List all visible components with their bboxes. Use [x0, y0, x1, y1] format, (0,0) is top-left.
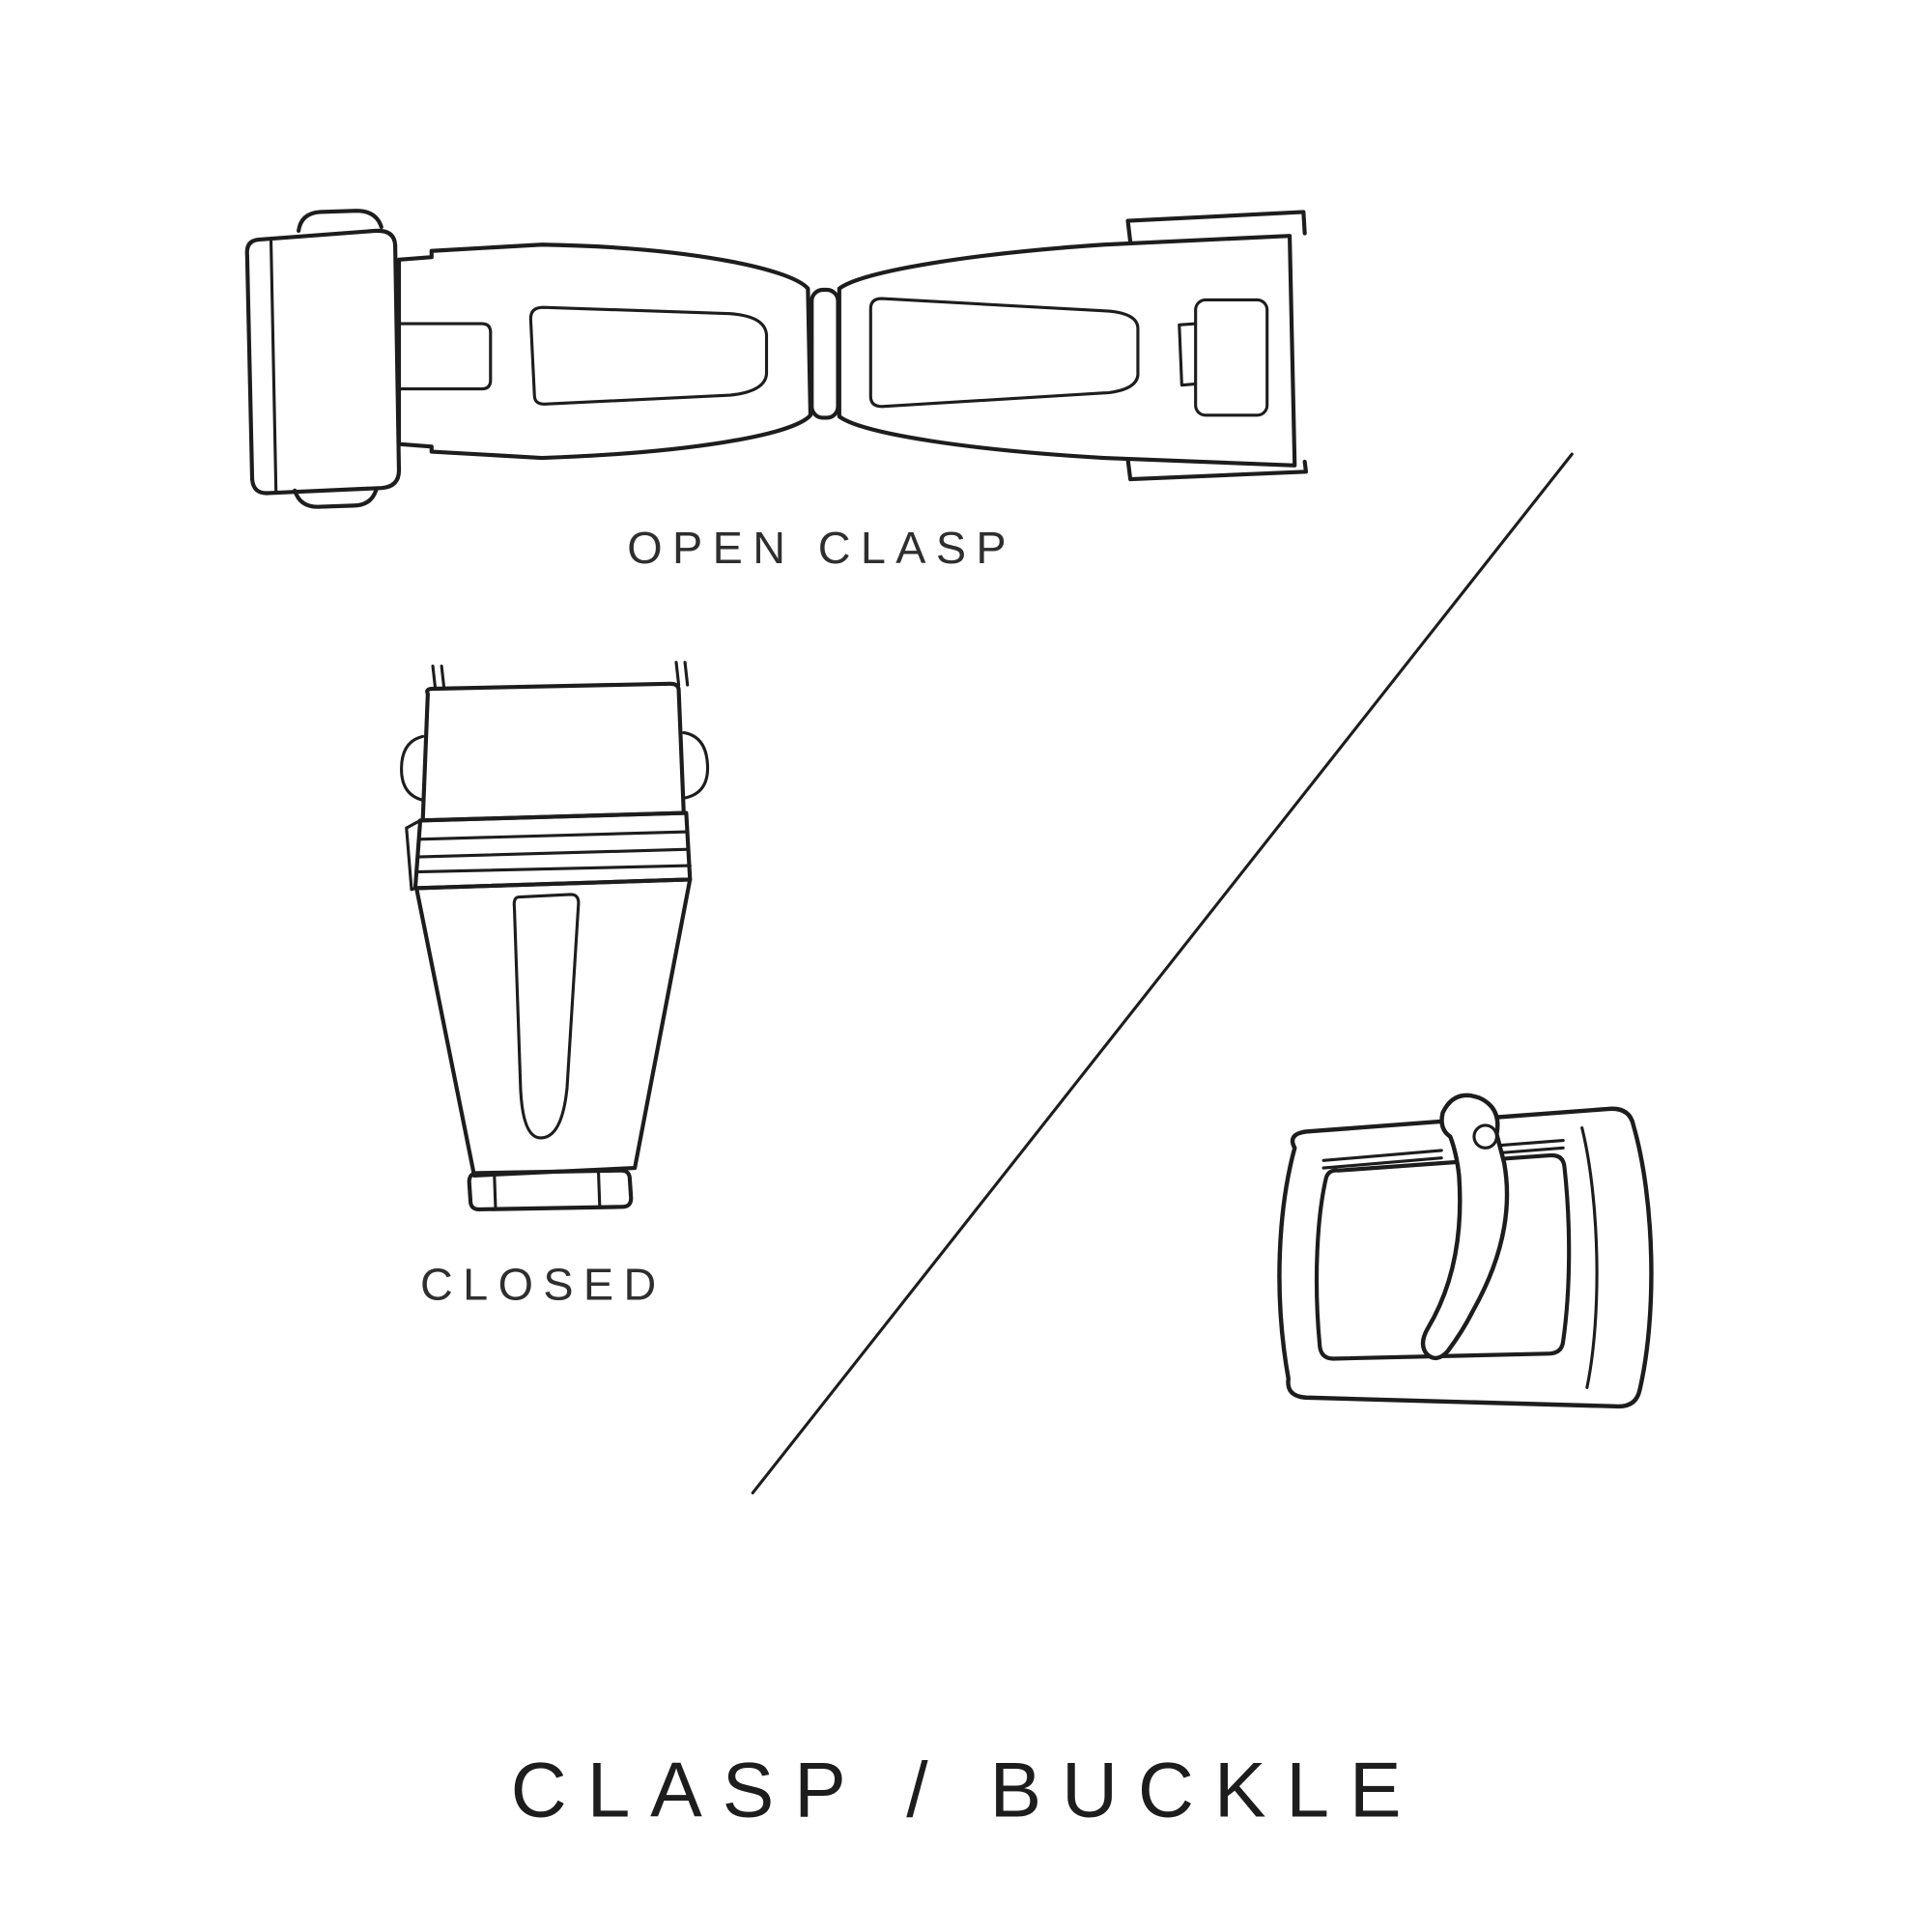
open-clasp-keeper-hook	[1178, 322, 1198, 387]
closed-clasp-foot-ticks	[493, 1169, 602, 1210]
open-clasp-keeper	[1194, 298, 1269, 417]
open-clasp-illustration	[244, 209, 1309, 509]
closed-clasp-right-prong	[674, 661, 690, 687]
open-clasp-hinge	[810, 287, 840, 420]
open-clasp-left-top-tab	[297, 209, 384, 234]
open-clasp-left-end-edge	[269, 238, 278, 494]
buckle-illustration	[1277, 1093, 1654, 1409]
open-clasp-left-bottom-tab	[293, 487, 379, 509]
divider-line	[751, 452, 1574, 1495]
closed-clasp-label: CLOSED	[420, 1259, 667, 1309]
open-clasp-left-end-link	[244, 228, 402, 496]
open-clasp-right-blade	[837, 234, 1297, 468]
buckle-spring-bar	[1321, 1138, 1565, 1170]
closed-clasp-foot	[467, 1168, 634, 1212]
buckle-right-bar-contour	[1580, 1125, 1599, 1389]
open-clasp-right-top-bar	[1125, 210, 1307, 244]
closed-clasp-illustration	[400, 661, 710, 1212]
buckle-coil-ring	[1472, 1123, 1498, 1150]
closed-clasp-slot	[512, 893, 581, 1140]
closed-clasp-left-prong	[431, 665, 446, 691]
buckle-opening	[1314, 1152, 1572, 1361]
buckle-tang	[1420, 1093, 1510, 1361]
closed-clasp-band-fold	[405, 818, 422, 892]
page-title: CLASP / BUCKLE	[511, 1747, 1422, 1834]
closed-clasp-band-lines	[414, 830, 692, 874]
open-clasp-right-bottom-bar	[1125, 457, 1309, 482]
closed-clasp-right-ear	[682, 730, 710, 800]
open-clasp-left-window	[528, 305, 769, 406]
open-clasp-left-blade	[396, 242, 813, 461]
closed-clasp-body	[414, 877, 693, 1178]
open-clasp-label: OPEN CLASP	[627, 523, 1016, 573]
closed-clasp-left-ear	[400, 734, 426, 803]
closed-clasp-cover	[420, 681, 686, 823]
open-clasp-right-window	[868, 297, 1140, 409]
open-clasp-left-notch	[397, 322, 493, 391]
